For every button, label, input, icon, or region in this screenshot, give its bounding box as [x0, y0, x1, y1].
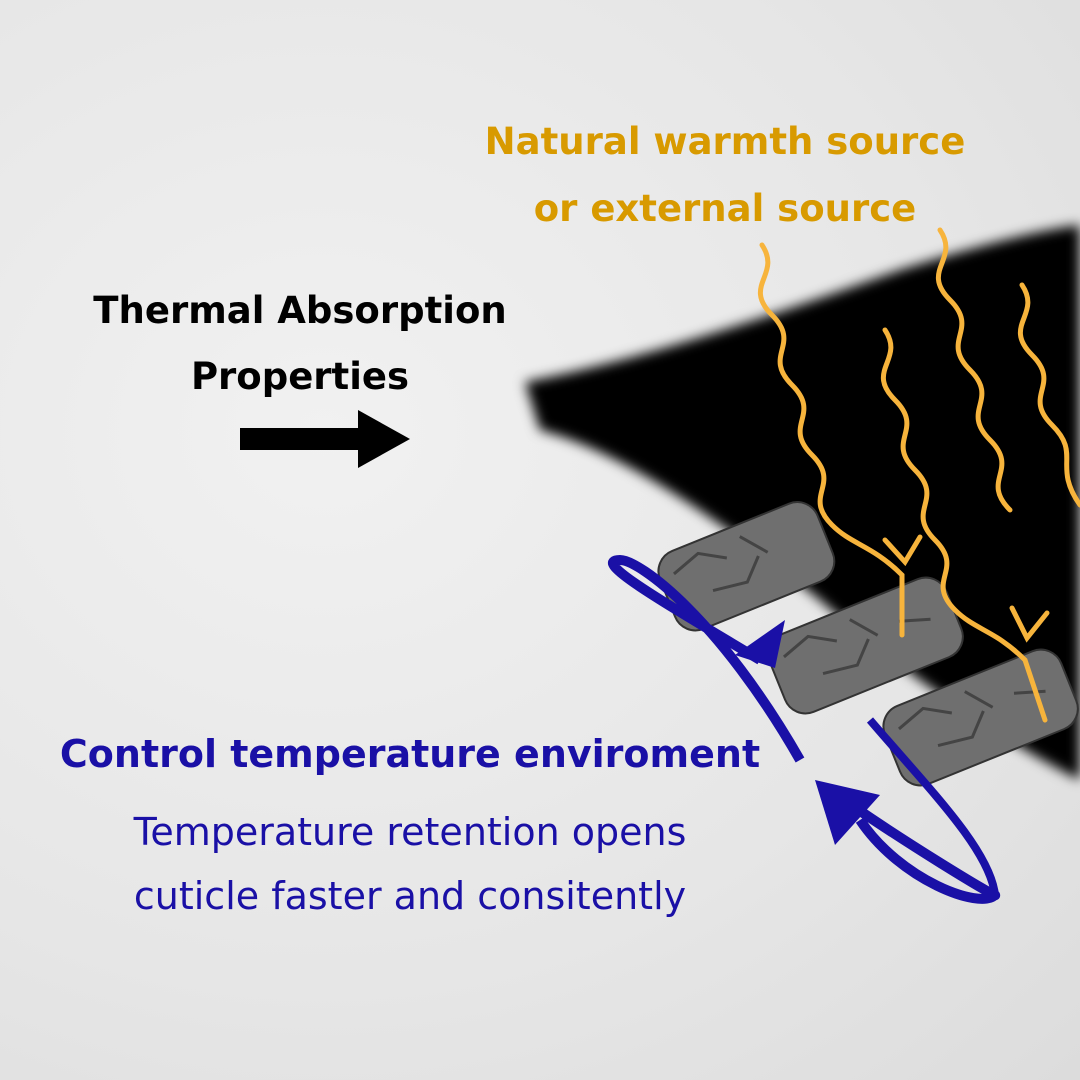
warmth-line-1: Natural warmth source	[484, 120, 966, 163]
warmth-source-label: Natural warmth source or external source	[470, 108, 980, 242]
thermal-absorption-label: Thermal Absorption Properties	[80, 278, 520, 410]
heat-wave-arrows	[757, 227, 1080, 723]
control-temperature-title: Control temperature enviroment	[59, 732, 761, 776]
description-line-2: cuticle faster and consitently	[133, 874, 687, 918]
description-line-1: Temperature retention opens	[133, 810, 687, 854]
wave-arrow-icon	[880, 327, 1048, 723]
right-arrow-icon	[240, 410, 410, 468]
thermal-line-1: Thermal Absorption	[93, 289, 507, 332]
wave-arrow-icon	[1017, 282, 1080, 508]
control-temperature-description: Temperature retention opens cuticle fast…	[90, 800, 730, 928]
blue-arrowhead-icon	[735, 620, 785, 668]
thermal-line-2: Properties	[190, 355, 410, 398]
wave-arrow-icon	[935, 227, 1013, 513]
blue-arrowhead-icon	[815, 780, 880, 845]
wave-arrow-icon	[757, 242, 905, 638]
circular-arrow-icon	[608, 554, 1001, 904]
warmth-line-2: or external source	[533, 187, 917, 230]
hair-strands	[657, 501, 1079, 787]
